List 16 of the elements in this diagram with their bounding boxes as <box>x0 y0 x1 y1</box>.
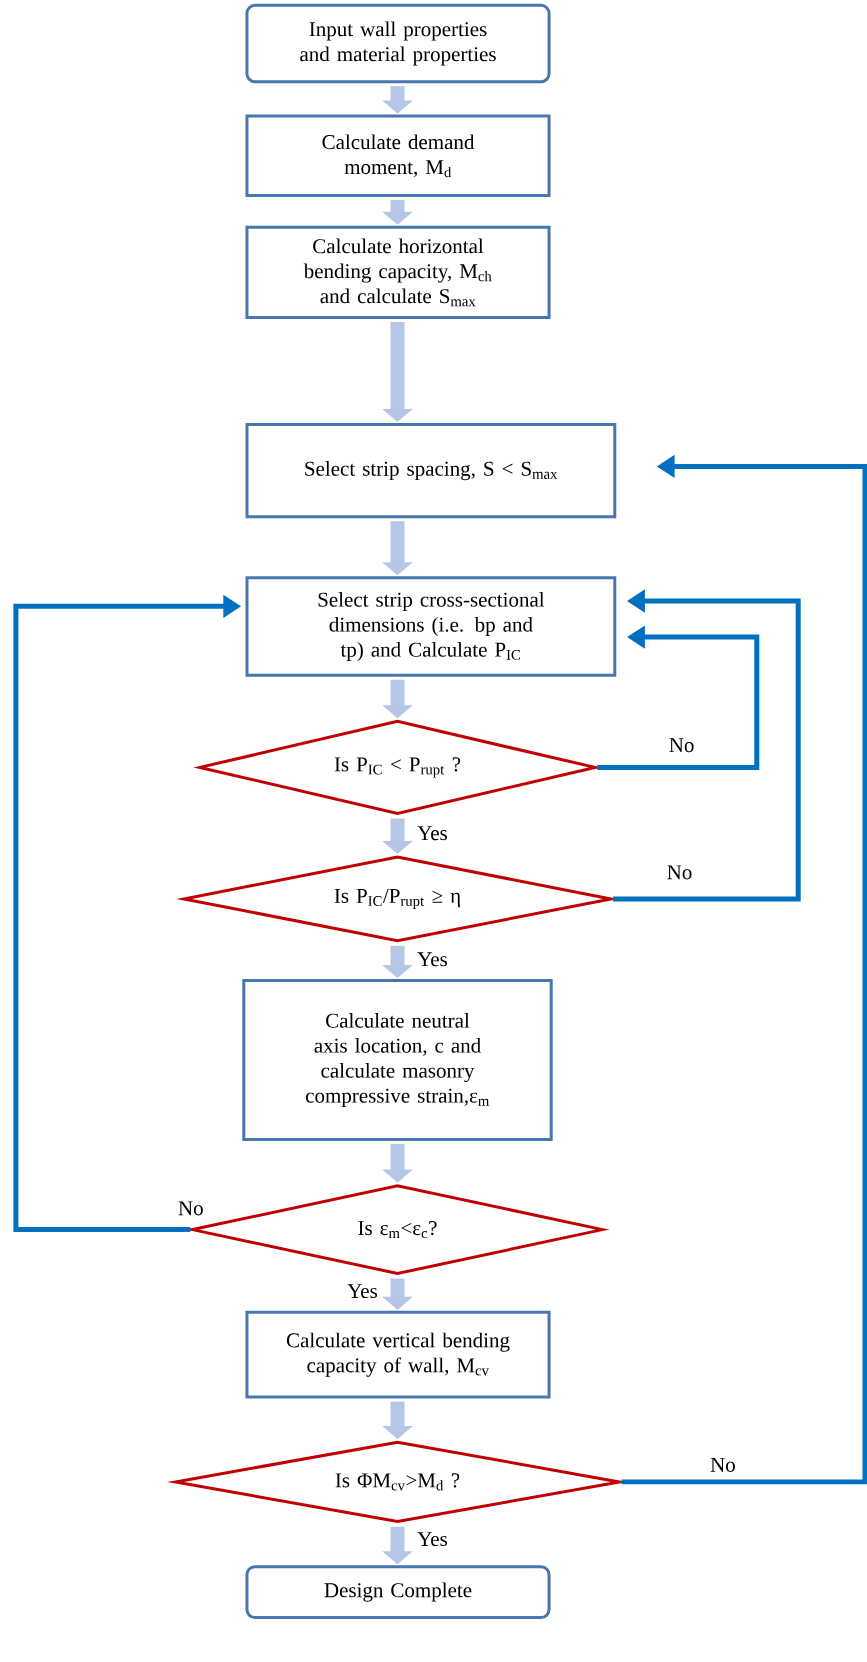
process-box: Calculate vertical bending capacity of wall, M$_{cv}$ <box>245 1310 551 1399</box>
process-box: Select strip spacing, S < S$_{max}$ <box>245 423 617 519</box>
edge-label: No <box>710 1457 735 1472</box>
edge-label: No <box>669 738 694 753</box>
process-box: Calculate neutral axis location, c and calculate masonry compressive strain,ε$_{m}$ <box>242 979 553 1141</box>
edge-label: Yes <box>417 1532 447 1547</box>
process-box: Select strip cross-sectional dimensions (i.e. bp and tp) and Calculate P$_{IC}$ <box>245 576 617 677</box>
process-box: Calculate demand moment, M$_{d}$ <box>245 114 551 198</box>
edge-label: Yes <box>417 826 447 841</box>
edge-label: No <box>667 865 692 880</box>
edge-label: Yes <box>417 952 447 967</box>
process-box: Calculate horizontal bending capacity, M$_{ch}$ and calculate S$_{max}$ <box>245 225 551 319</box>
terminal-box: Input wall properties and material properties <box>245 3 551 84</box>
terminal-box: Design Complete <box>245 1565 551 1620</box>
edge-label: No <box>178 1201 203 1216</box>
edge-label: Yes <box>347 1284 377 1299</box>
